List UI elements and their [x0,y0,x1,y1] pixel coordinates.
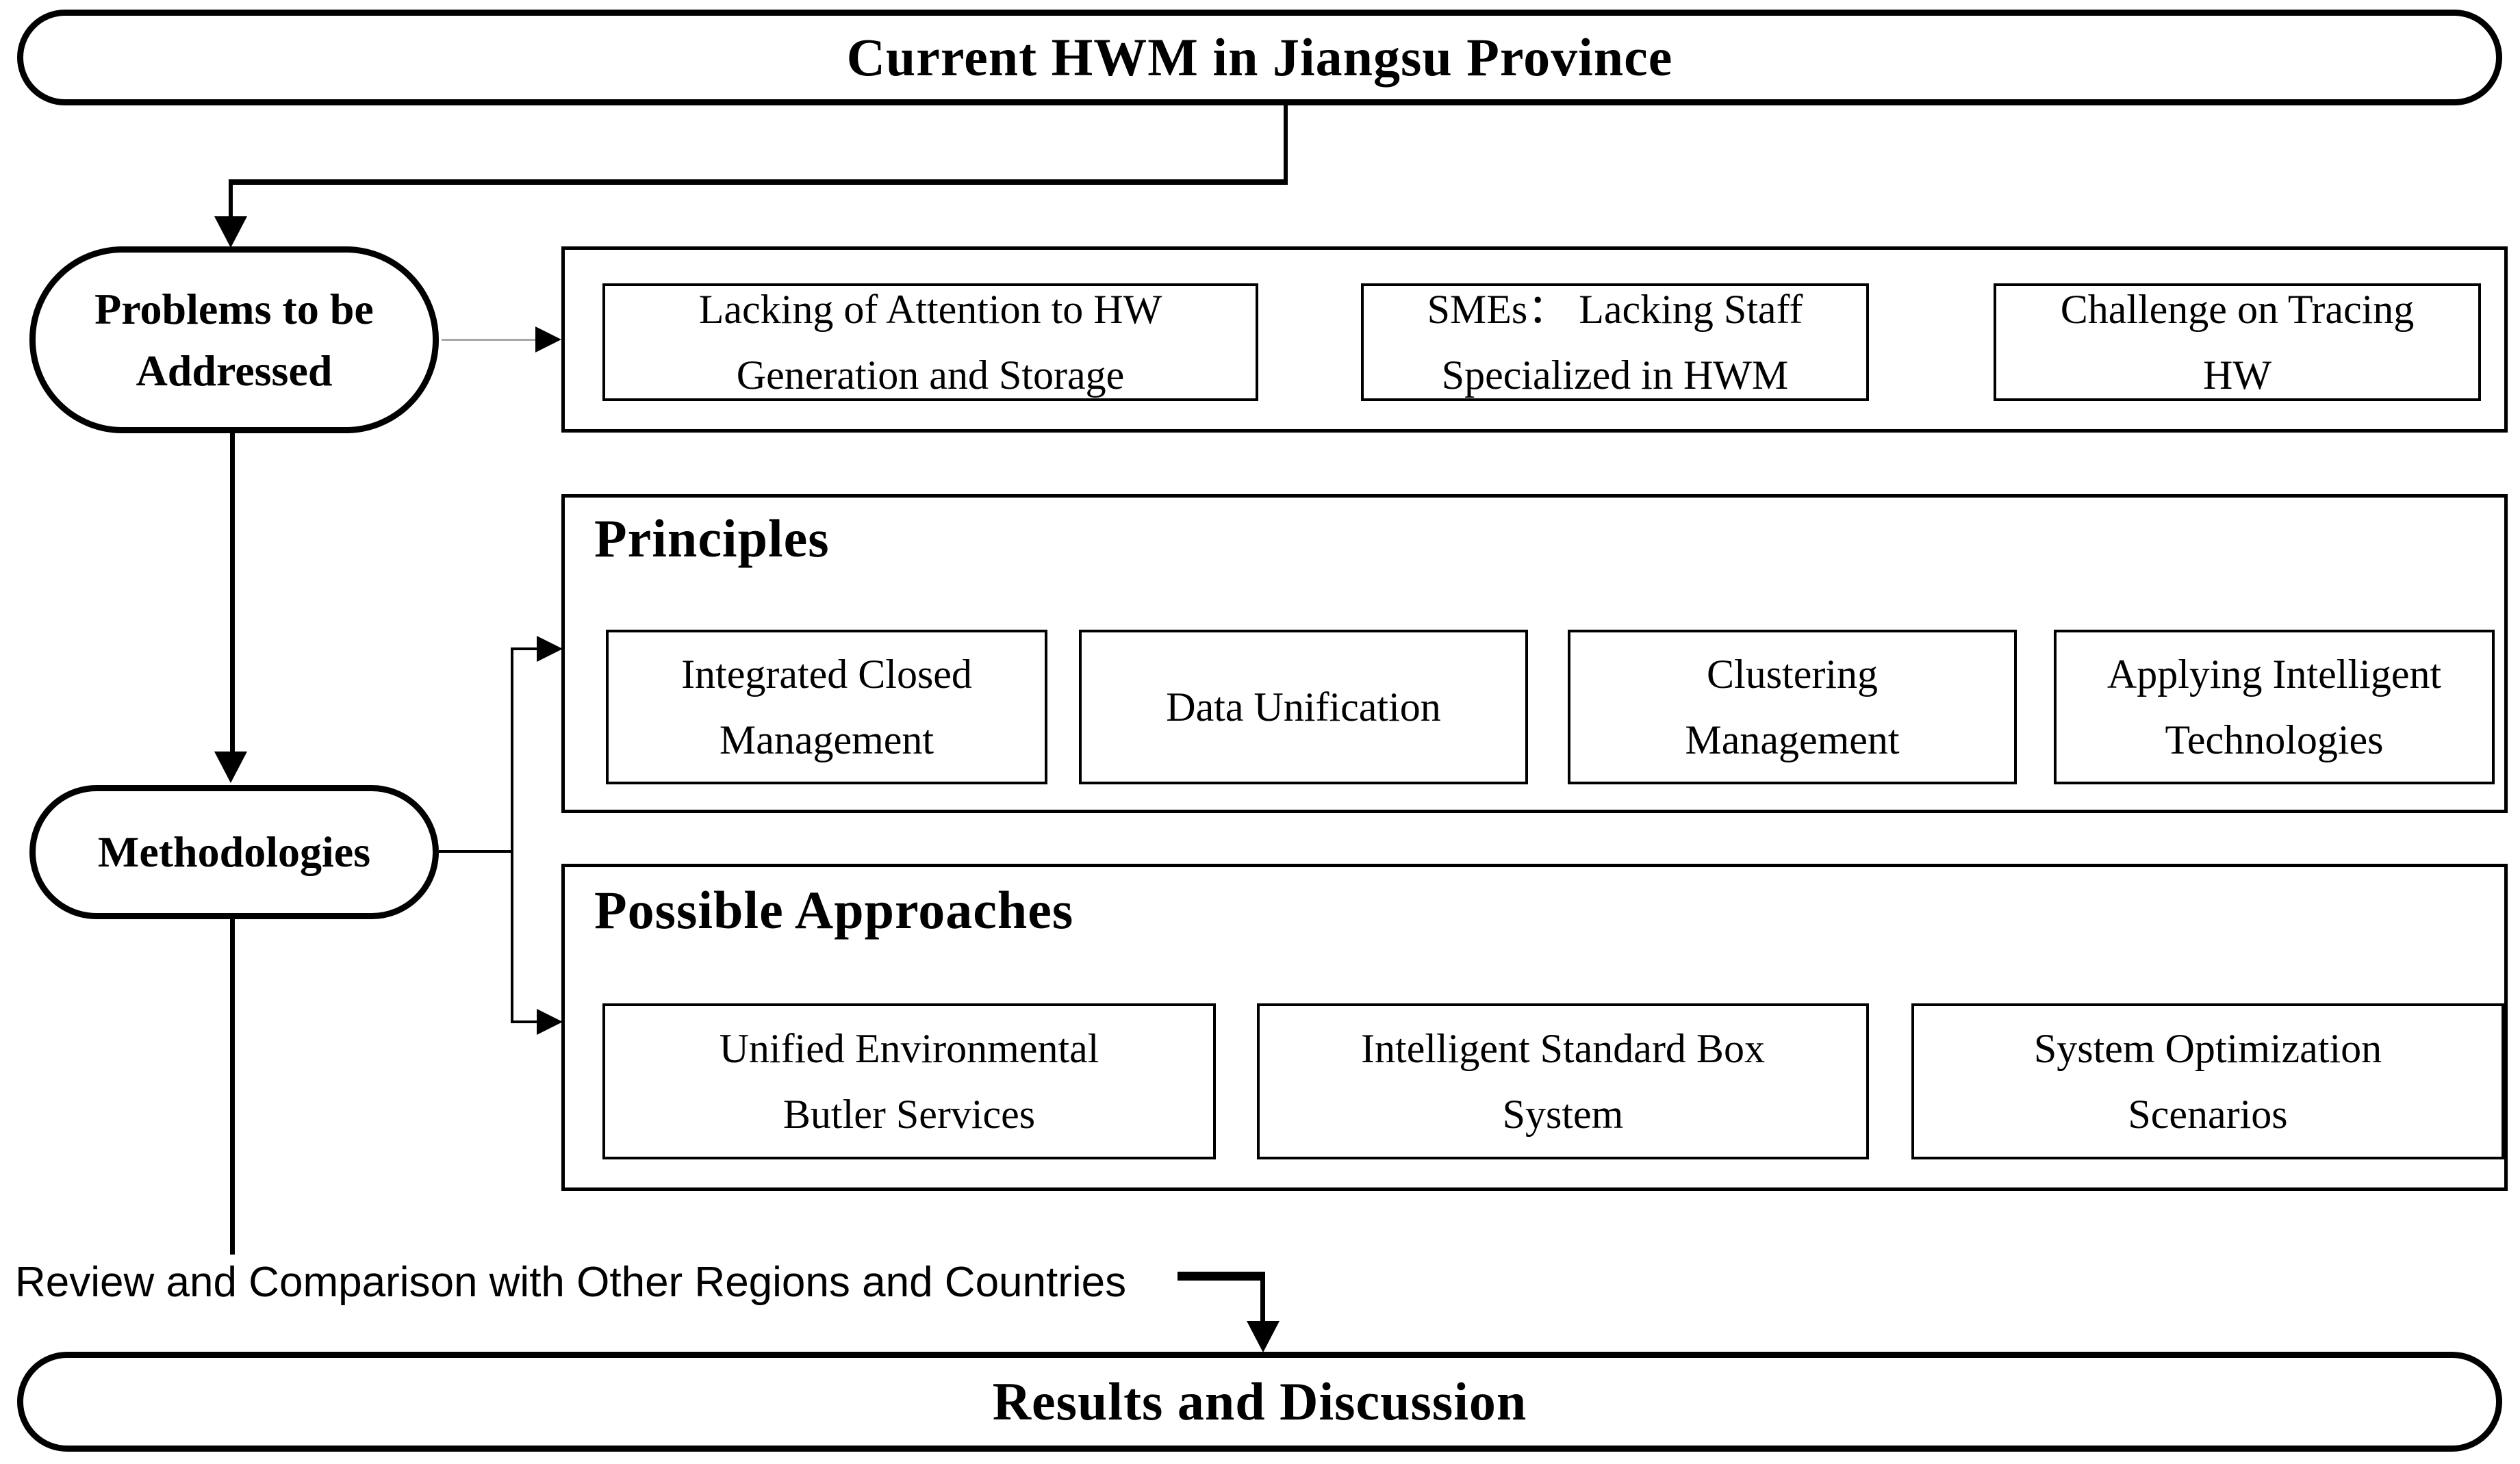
connector-methodologies-stub [439,850,513,853]
principle-box-clustering-label: Clustering Management [1685,652,1900,762]
node-results: Results and Discussion [17,1352,2502,1452]
node-problems: Problems to be Addressed [29,246,439,433]
connector-review-horizontal [1178,1272,1265,1281]
node-problems-label: Problems to be Addressed [94,284,374,395]
principle-box-integrated: Integrated Closed Management [606,630,1047,784]
problem-box-tracing-label: Challenge on Tracing HW [2060,287,2415,398]
arrowhead-right-problems-icon [535,326,561,352]
connector-methodologies-to-review [230,919,235,1255]
approach-box-optimization-label: System Optimization Scenarios [2033,1026,2382,1137]
connector-branch-to-approaches [513,1020,538,1023]
node-methodologies: Methodologies [29,785,439,919]
problem-box-attention-label: Lacking of Attention to HW Generation an… [698,287,1162,398]
node-current-hwm: Current HWM in Jiangsu Province [17,10,2502,105]
connector-problems-to-methodologies [230,433,235,753]
principle-box-intelligent-tech-label: Applying Intelligent Technologies [2107,652,2442,762]
principle-box-intelligent-tech: Applying Intelligent Technologies [2054,630,2495,784]
arrowhead-down-problems-icon [214,216,247,248]
connector-methodologies-branch [511,647,513,1023]
connector-top-vertical [1284,105,1288,183]
node-methodologies-label: Methodologies [97,827,371,877]
problem-box-smes-label: SMEs： Lacking Staff Specialized in HWM [1427,287,1803,398]
approach-box-butler-label: Unified Environmental Butler Services [719,1026,1099,1137]
node-current-hwm-label: Current HWM in Jiangsu Province [846,27,1673,87]
arrowhead-right-principles-icon [537,636,563,662]
connector-problems-to-group [442,339,537,341]
arrowhead-right-approaches-icon [537,1009,563,1035]
principle-box-data-unification-label: Data Unification [1166,684,1441,730]
connector-review-drop [1260,1272,1265,1324]
approach-box-standard-box: Intelligent Standard Box System [1257,1003,1869,1159]
approaches-heading: Possible Approaches [594,880,1074,940]
principles-heading: Principles [594,509,830,568]
arrowhead-down-results-icon [1247,1321,1280,1352]
principle-box-clustering: Clustering Management [1568,630,2017,784]
principle-box-integrated-label: Integrated Closed Management [681,652,972,762]
problem-box-smes: SMEs： Lacking Staff Specialized in HWM [1361,283,1869,401]
node-results-label: Results and Discussion [992,1372,1527,1431]
review-comparison-label: Review and Comparison with Other Regions… [15,1259,1127,1306]
principle-box-data-unification: Data Unification [1079,630,1528,784]
approach-box-optimization: System Optimization Scenarios [1911,1003,2504,1159]
connector-top-drop [229,185,233,220]
arrowhead-down-methodologies-icon [214,752,247,783]
connector-branch-to-principles [513,647,538,650]
approach-box-standard-box-label: Intelligent Standard Box System [1361,1026,1765,1137]
connector-top-horizontal [229,179,1288,185]
problem-box-attention: Lacking of Attention to HW Generation an… [602,283,1258,401]
approach-box-butler: Unified Environmental Butler Services [602,1003,1216,1159]
problem-box-tracing: Challenge on Tracing HW [1994,283,2481,401]
